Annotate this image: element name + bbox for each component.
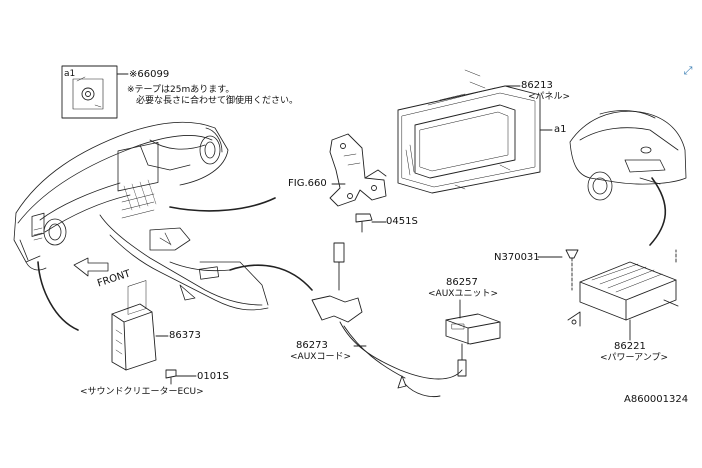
aux-unit-part-number: 86257: [446, 277, 478, 288]
display-panel-drawing: [397, 69, 553, 194]
leader-curves: [37, 177, 667, 331]
nut-n370031-label: N370031: [494, 252, 540, 263]
aux-cord-part-number: 86273: [296, 340, 328, 351]
expand-icon[interactable]: ⤢: [683, 64, 693, 77]
dashboard-drawing: [13, 121, 269, 311]
diagram-id: A860001324: [624, 394, 689, 405]
front-arrow-icon: [73, 257, 109, 277]
screw-0451s-label: 0451S: [386, 216, 418, 227]
panel-tag: a1: [554, 124, 567, 135]
sound-ecu-drawing: [111, 280, 197, 385]
ecu-part-name: <サウンドクリエーターECU>: [80, 387, 204, 397]
bracket-drawing: [329, 133, 387, 233]
screw-0101s-label: 0101S: [197, 371, 229, 382]
power-amp-part-name: <パワーアンプ>: [600, 353, 669, 363]
aux-cord-drawing: [311, 242, 467, 397]
tape-part-number: ※66099: [129, 69, 170, 80]
aux-cord-part-name: <AUXコード>: [290, 352, 351, 362]
tape-note-line1: ※テープは25mあります。: [127, 85, 235, 95]
power-amp-drawing: [565, 249, 679, 341]
power-amp-part-number: 86221: [614, 341, 646, 352]
aux-unit-drawing: [445, 299, 501, 345]
panel-part-number: 86213: [521, 80, 553, 91]
ecu-part-number: 86373: [169, 330, 201, 341]
tape-note-line2: 必要な長さに合わせて御使用ください。: [136, 96, 299, 106]
panel-part-name: <パネル>: [528, 92, 571, 102]
tape-inset: [61, 65, 129, 119]
inset-tag: a1: [64, 69, 76, 79]
aux-unit-part-name: <AUXユニット>: [428, 289, 498, 299]
bracket-fig-ref: FIG.660: [288, 178, 327, 189]
car-rear-drawing: [569, 110, 687, 201]
